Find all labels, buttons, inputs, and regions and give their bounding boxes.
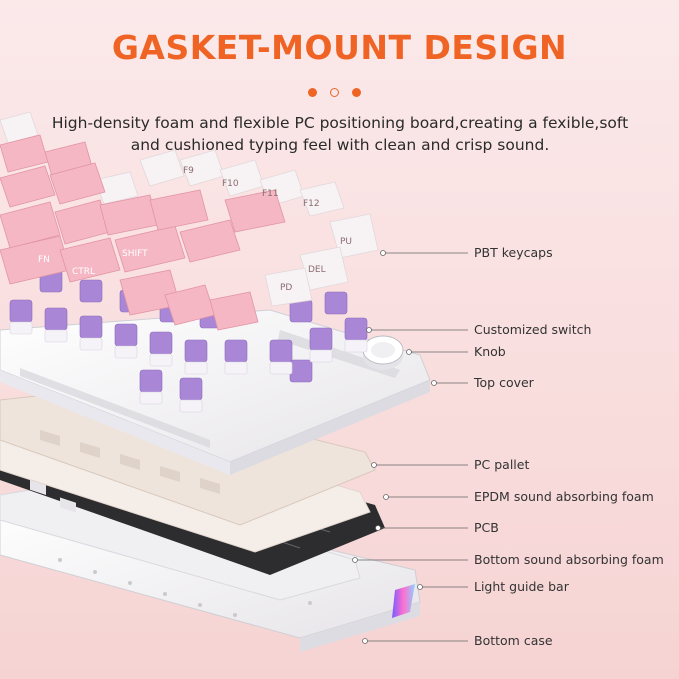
keycap-legend: DEL xyxy=(308,265,326,275)
label-bottom-foam: Bottom sound absorbing foam xyxy=(474,552,664,567)
carousel-dot-active[interactable] xyxy=(330,88,339,97)
switches-layer xyxy=(9,269,368,413)
label-pcb: PCB xyxy=(474,520,499,535)
carousel-dot[interactable] xyxy=(352,88,361,97)
label-pbt-keycaps: PBT keycaps xyxy=(474,245,553,260)
label-knob: Knob xyxy=(474,344,506,359)
carousel-dot[interactable] xyxy=(308,88,317,97)
page-subtitle: High-density foam and flexible PC positi… xyxy=(51,114,629,154)
keycap-legend: F11 xyxy=(262,189,279,199)
keycap-legend: PD xyxy=(280,283,292,293)
keycap-legend: F9 xyxy=(183,166,194,176)
leader-lines xyxy=(352,250,468,644)
label-bottom-case: Bottom case xyxy=(474,633,553,648)
label-pc-pallet: PC pallet xyxy=(474,457,530,472)
label-epdm-foam: EPDM sound absorbing foam xyxy=(474,489,654,504)
keycap-legend: FN xyxy=(38,255,50,265)
label-light-guide-bar: Light guide bar xyxy=(474,579,569,594)
keycap-legend: PU xyxy=(340,237,352,247)
keycap-legend: CTRL xyxy=(72,267,95,277)
page-title: GASKET-MOUNT DESIGN xyxy=(111,28,568,67)
label-customized-switch: Customized switch xyxy=(474,322,592,337)
knob xyxy=(362,335,404,370)
keycap-legend: SHIFT xyxy=(122,249,148,259)
label-top-cover: Top cover xyxy=(474,375,534,390)
switch-row xyxy=(9,269,368,413)
carousel-dots xyxy=(308,88,372,98)
keycap-legend: F12 xyxy=(303,199,320,209)
light-guide-bar xyxy=(392,584,415,618)
keycap-legend: F10 xyxy=(222,179,239,189)
keycaps-layer: F9 F10 F11 F12 FN CTRL SHIFT PU PD DEL xyxy=(0,111,379,331)
